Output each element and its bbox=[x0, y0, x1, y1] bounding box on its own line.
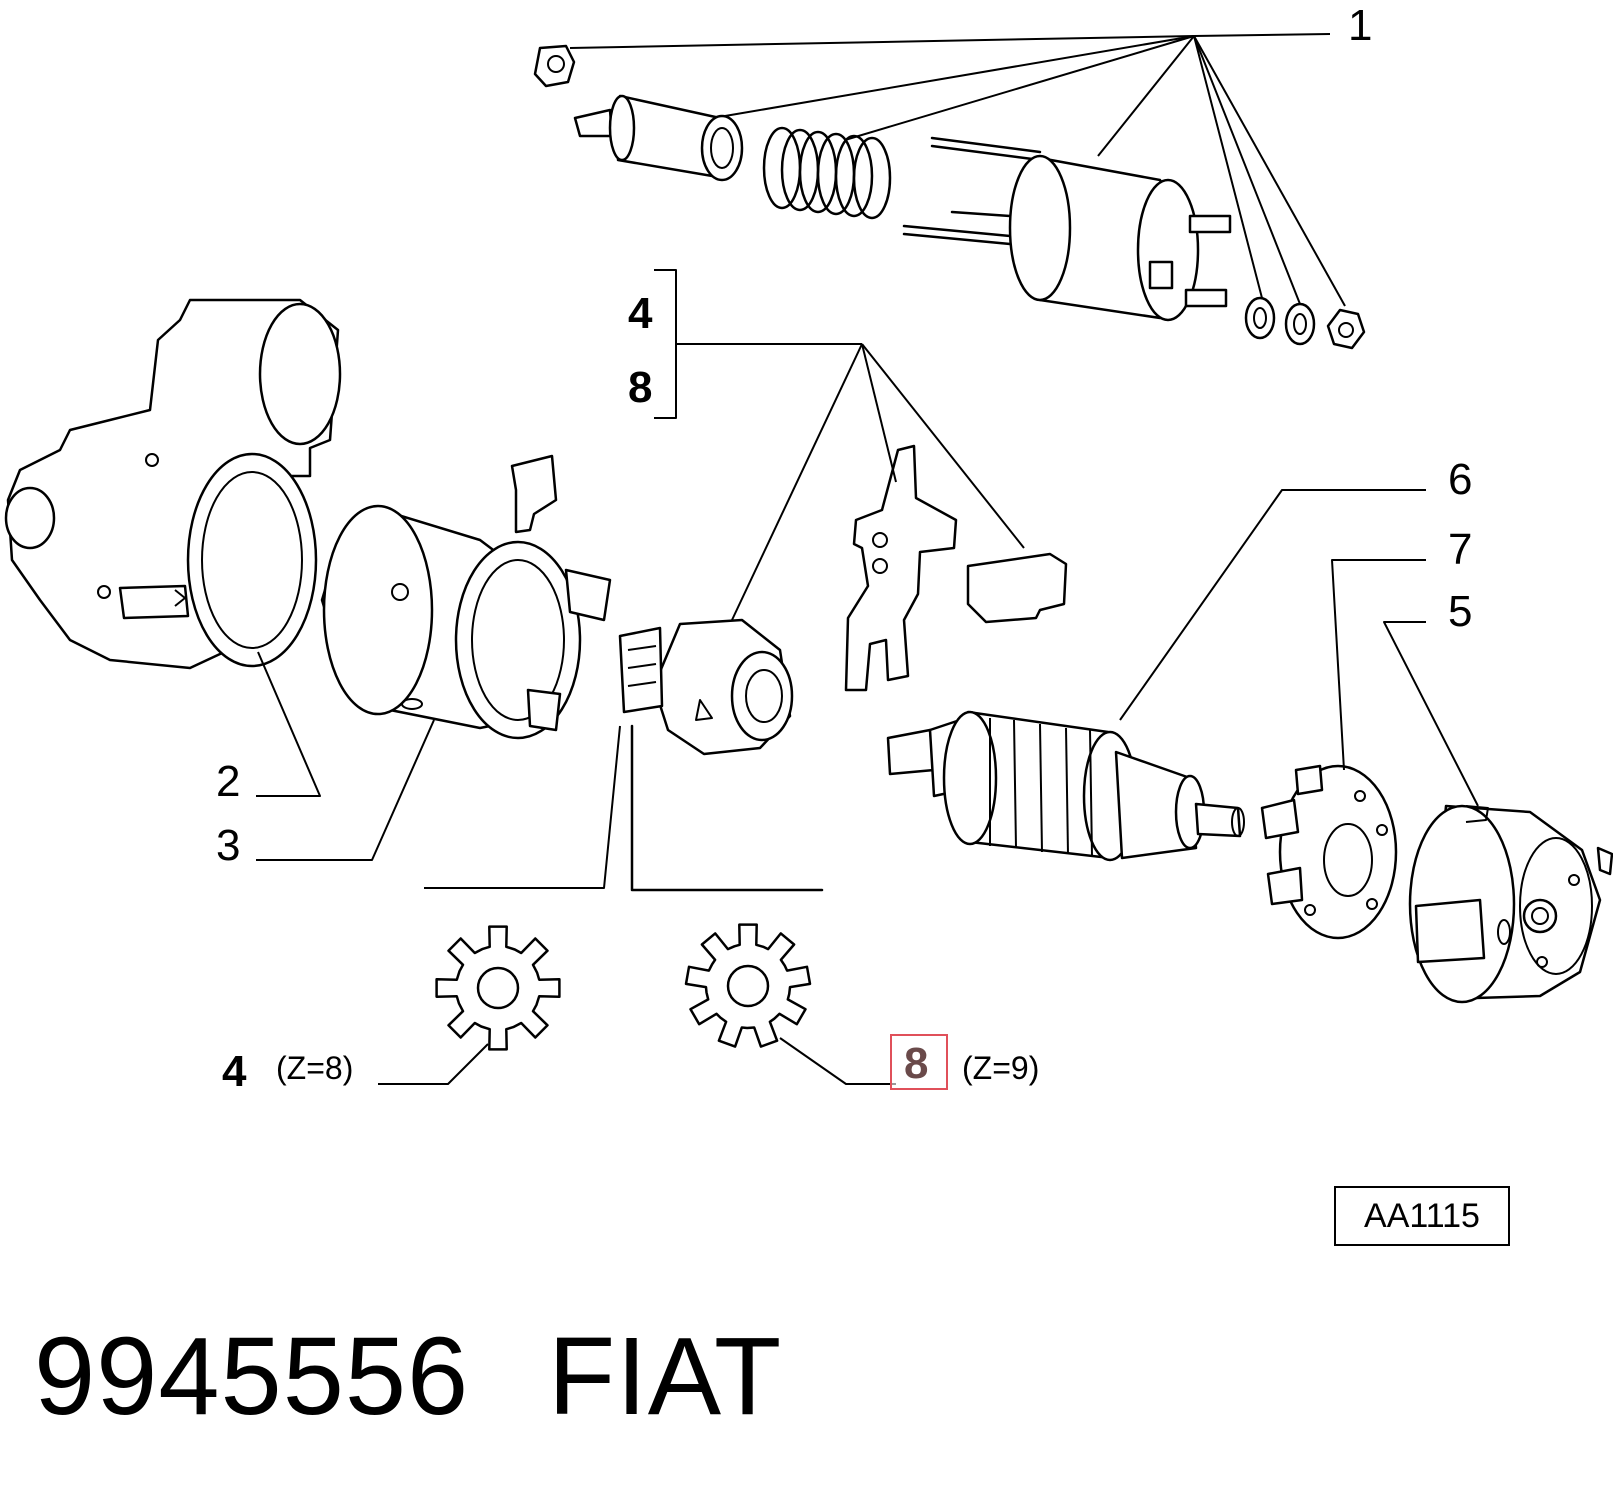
callout-8-gear: 8 bbox=[904, 1039, 929, 1088]
gear-z9-label: (Z=9) bbox=[962, 1050, 1040, 1086]
armature bbox=[886, 710, 1245, 862]
callout-5: 5 bbox=[1448, 587, 1473, 636]
plunger-part bbox=[573, 94, 744, 182]
leader-line-6 bbox=[1119, 489, 1426, 721]
cap-nut-part bbox=[533, 44, 576, 88]
gear9-bore bbox=[726, 964, 770, 1008]
callout-1: 1 bbox=[1348, 1, 1373, 50]
leader-line-gear-4 bbox=[378, 1043, 489, 1085]
solenoid-body-part bbox=[902, 136, 1232, 322]
field-frame bbox=[320, 454, 612, 740]
brush-holder-plate bbox=[1260, 764, 1398, 940]
reference-code: AA1115 bbox=[1334, 1186, 1510, 1246]
leader-lines-4-8 bbox=[654, 269, 1025, 621]
callout-2: 2 bbox=[216, 757, 241, 806]
leader-line-2 bbox=[256, 651, 321, 797]
leader-line-3 bbox=[256, 719, 435, 861]
highlight-box bbox=[890, 1034, 948, 1090]
part-number: 9945556 bbox=[34, 1315, 470, 1438]
hex-nut-part bbox=[1326, 308, 1366, 350]
shift-fork bbox=[844, 444, 958, 692]
gear-z8-icon bbox=[435, 925, 561, 1051]
leader-line-5 bbox=[1383, 621, 1479, 807]
callout-4-top: 4 bbox=[628, 289, 653, 338]
callout-3: 3 bbox=[216, 821, 241, 870]
callout-8-top: 8 bbox=[628, 363, 653, 412]
callout-7: 7 bbox=[1448, 525, 1473, 574]
leader-lines-gears bbox=[424, 724, 824, 892]
brand-label: FIAT bbox=[548, 1315, 783, 1438]
spring-washer-part bbox=[1284, 302, 1316, 346]
solenoid-kit bbox=[533, 33, 1366, 350]
drive-end-housing bbox=[4, 298, 342, 670]
gear-z9-icon bbox=[684, 923, 812, 1048]
washer-part-1 bbox=[1244, 296, 1276, 340]
spring-part bbox=[762, 126, 892, 220]
fork-pad bbox=[966, 552, 1068, 624]
leader-line-gear-8 bbox=[779, 1037, 896, 1085]
callout-6: 6 bbox=[1448, 455, 1473, 504]
gear-z8-label: (Z=8) bbox=[276, 1050, 354, 1086]
leader-lines-1 bbox=[569, 33, 1346, 307]
pinion-drive bbox=[618, 618, 794, 756]
end-cover bbox=[1408, 804, 1613, 1004]
leader-line-7 bbox=[1331, 559, 1426, 771]
callout-4-gear: 4 bbox=[222, 1047, 247, 1096]
gear8-bore bbox=[476, 966, 520, 1010]
